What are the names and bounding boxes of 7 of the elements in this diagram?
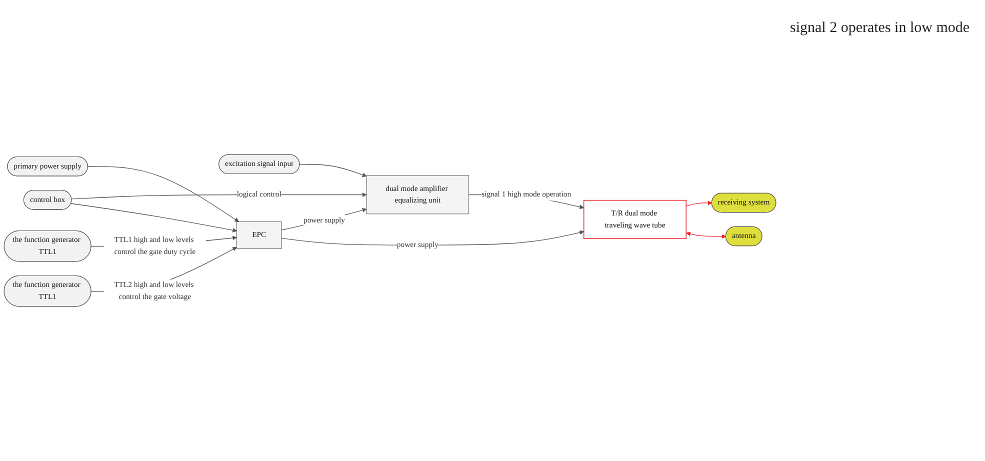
arrow xyxy=(281,208,367,230)
arrow xyxy=(686,232,726,239)
arrow xyxy=(88,166,240,222)
arrow xyxy=(686,200,712,206)
note-text: signal 2 operates in low mode xyxy=(790,20,971,37)
arrow xyxy=(70,203,237,232)
arrow xyxy=(299,164,367,178)
